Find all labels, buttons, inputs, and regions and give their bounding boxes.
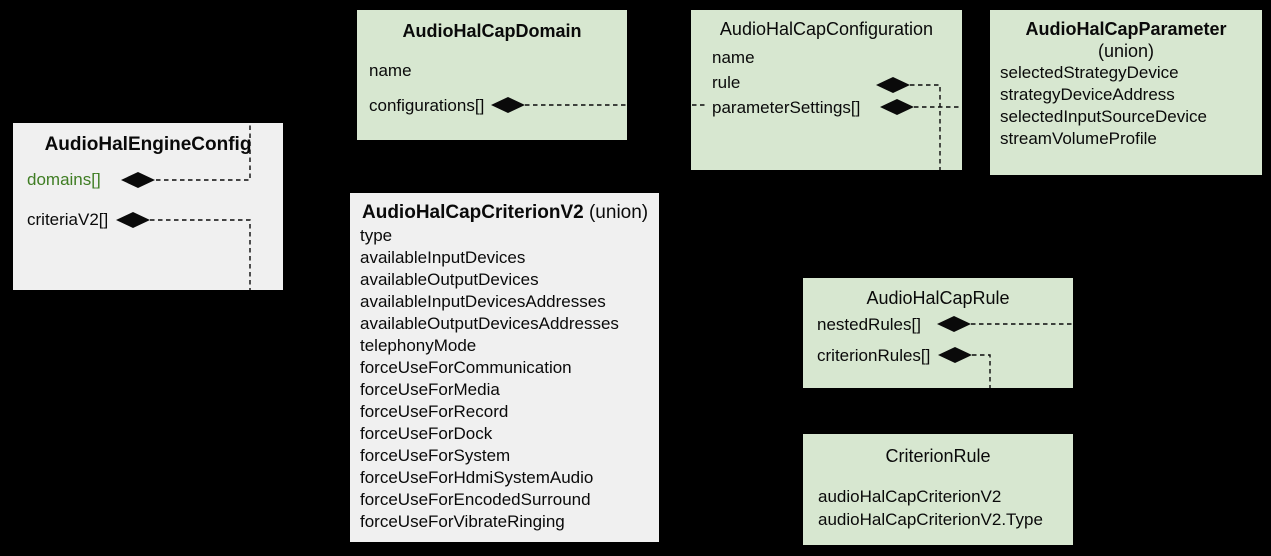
engine-config-box: AudioHalEngineConfig domains[] criteriaV… xyxy=(13,123,283,290)
cap-criterion-v2-field: availableInputDevicesAddresses xyxy=(360,292,606,311)
cap-criterion-v2-field: forceUseForRecord xyxy=(360,402,509,421)
engine-criteria-field: criteriaV2[] xyxy=(27,210,109,229)
cap-criterion-v2-field: telephonyMode xyxy=(360,336,477,355)
cap-configuration-box: AudioHalCapConfiguration name rule param… xyxy=(691,10,962,170)
cap-configuration-name-field: name xyxy=(712,48,755,67)
cap-criterion-v2-field: availableInputDevices xyxy=(360,248,526,267)
cap-domain-configurations-field: configurations[] xyxy=(369,96,485,115)
cap-criterion-v2-field: availableOutputDevices xyxy=(360,270,539,289)
cap-criterion-v2-field: forceUseForEncodedSurround xyxy=(360,490,591,509)
cap-parameter-field: streamVolumeProfile xyxy=(1000,129,1157,148)
engine-config-title: AudioHalEngineConfig xyxy=(44,134,252,155)
cap-criterion-v2-title-name: AudioHalCapCriterionV2 xyxy=(362,202,584,223)
cap-criterion-v2-field: forceUseForSystem xyxy=(360,446,511,465)
criterion-rule-field: audioHalCapCriterionV2 xyxy=(818,487,1002,506)
cap-parameter-title: AudioHalCapParameter xyxy=(1025,19,1227,39)
cap-criterion-v2-field: type xyxy=(360,226,393,245)
cap-criterion-v2-field: availableOutputDevicesAddresses xyxy=(360,314,619,333)
cap-domain-name-field: name xyxy=(369,61,412,80)
cap-rule-criterion-rules-field: criterionRules[] xyxy=(817,346,931,365)
cap-criterion-v2-union-subtitle: (union) xyxy=(583,202,649,223)
cap-configuration-parameter-settings-field: parameterSettings[] xyxy=(712,98,861,117)
cap-rule-box: AudioHalCapRule nestedRules[] criterionR… xyxy=(803,278,1073,388)
cap-criterion-v2-title: AudioHalCapCriterionV2 (union) xyxy=(350,201,659,225)
criterion-rule-field: audioHalCapCriterionV2.Type xyxy=(818,510,1043,529)
cap-criterion-v2-field: forceUseForDock xyxy=(360,424,493,443)
cap-criterion-v2-field: forceUseForHdmiSystemAudio xyxy=(360,468,594,487)
cap-domain-box: AudioHalCapDomain name configurations[] xyxy=(357,10,627,140)
cap-parameter-field: selectedStrategyDevice xyxy=(1000,63,1179,82)
cap-parameter-union-subtitle: (union) xyxy=(1097,41,1155,61)
cap-configuration-rule-field: rule xyxy=(712,73,741,92)
cap-rule-nested-rules-field: nestedRules[] xyxy=(817,315,921,334)
cap-configuration-title: AudioHalCapConfiguration xyxy=(719,19,934,39)
cap-domain-title: AudioHalCapDomain xyxy=(402,21,582,41)
engine-domains-field: domains[] xyxy=(27,170,101,189)
cap-parameter-field: strategyDeviceAddress xyxy=(1000,85,1175,104)
cap-parameter-box: AudioHalCapParameter (union) selectedStr… xyxy=(990,10,1262,175)
cap-criterion-v2-field: forceUseForMedia xyxy=(360,380,500,399)
cap-criterion-v2-field: forceUseForCommunication xyxy=(360,358,572,377)
cap-criterion-v2-field: forceUseForVibrateRinging xyxy=(360,512,565,531)
criterion-rule-box: CriterionRule audioHalCapCriterionV2 aud… xyxy=(803,434,1073,545)
criterion-rule-title: CriterionRule xyxy=(885,446,991,466)
cap-parameter-field: selectedInputSourceDevice xyxy=(1000,107,1207,126)
cap-criterion-v2-box: AudioHalCapCriterionV2 (union) type avai… xyxy=(350,193,659,542)
cap-rule-title: AudioHalCapRule xyxy=(866,288,1010,308)
